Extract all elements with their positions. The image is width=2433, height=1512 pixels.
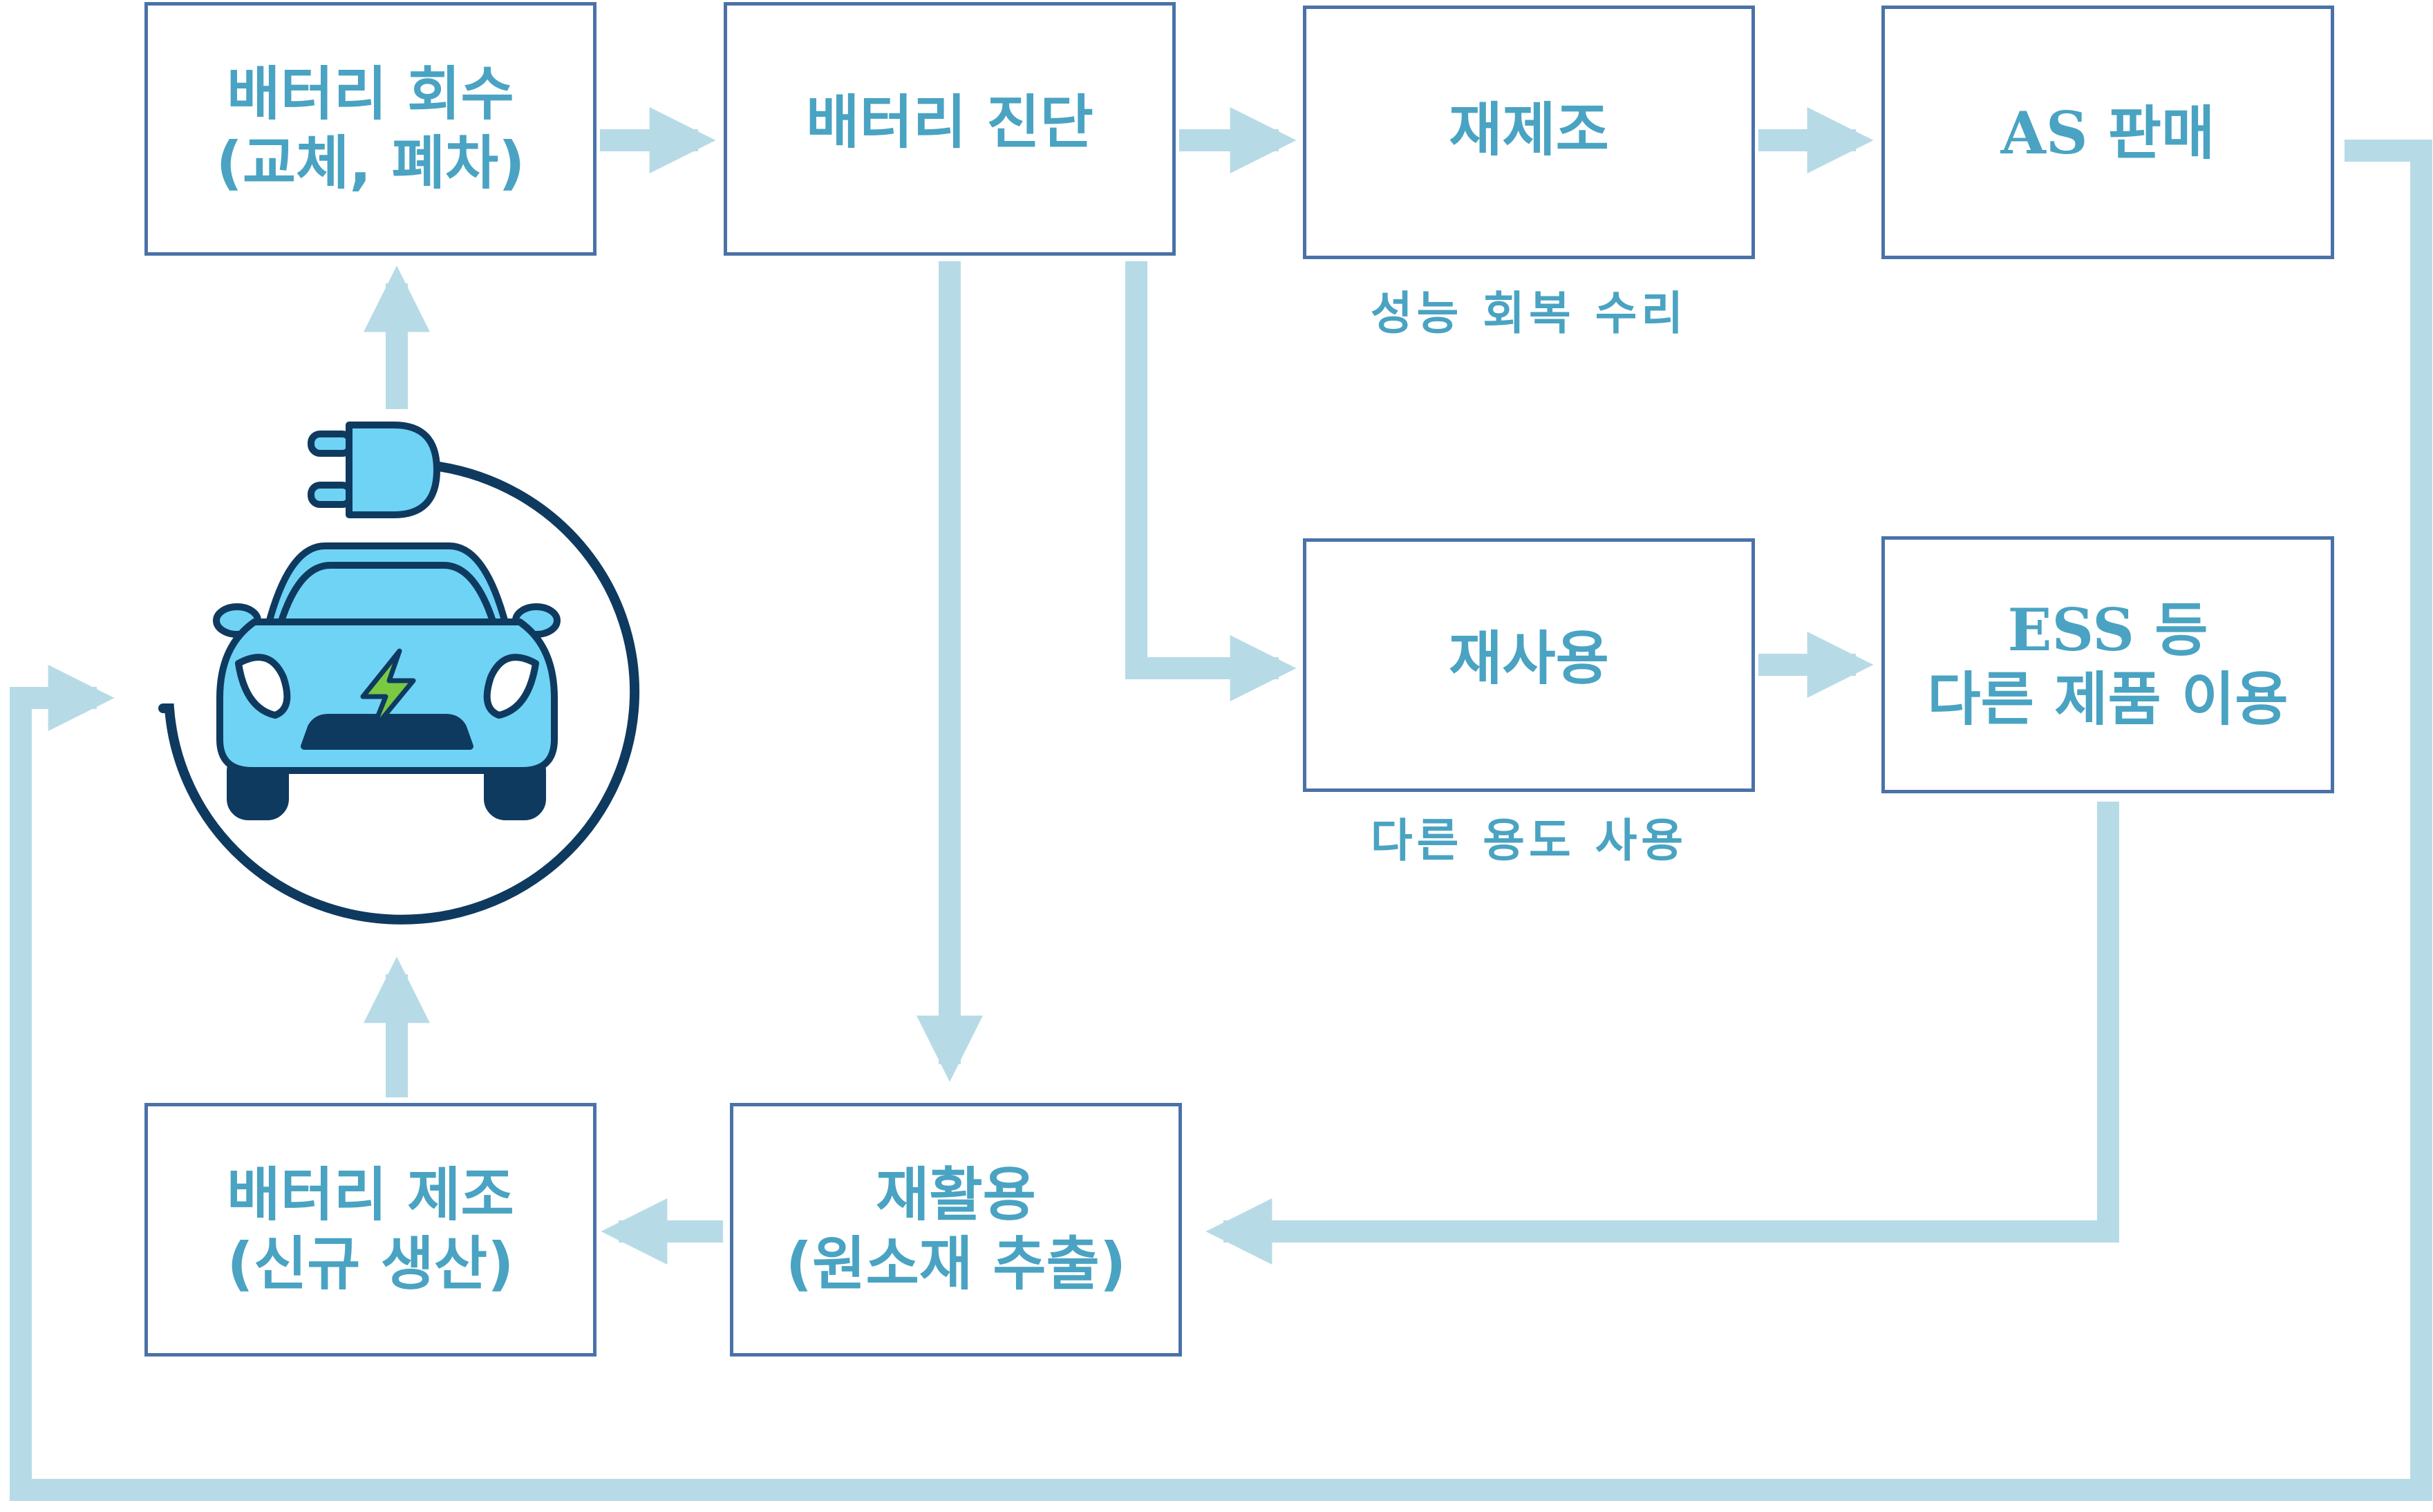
node-recycle-title: 재활용 [876,1161,1036,1229]
node-recycle-subtitle: (원소재 추출) [785,1229,1127,1298]
node-remanufacture: 재제조 [1303,6,1755,259]
plug-icon [308,422,440,518]
electric-car-charging-icon [158,422,640,925]
node-remanufacture-title: 재제조 [1449,96,1609,164]
arrow-diagnose-to-reuse [1125,261,1297,701]
node-battery-collection-title: 배터리 회수 [227,60,514,129]
node-as-sales: AS 판매 [1881,6,2334,259]
car-icon [213,542,561,820]
node-ess-title: ESS 등 [2007,596,2208,665]
node-ess-other-products: ESS 등 다른 제품 이용 [1881,536,2334,793]
node-ess-latin: ESS [2007,596,2134,665]
caption-reuse: 다른 용도 사용 [1370,814,1688,867]
node-battery-collection-subtitle: (교체, 폐차) [216,129,525,197]
node-as-sales-title: AS 판매 [2001,99,2215,168]
node-battery-collection: 배터리 회수 (교체, 폐차) [144,2,596,256]
node-ess-subtitle: 다른 제품 이용 [1927,665,2289,733]
charging-cable-arc [158,462,640,925]
node-as-sales-latin: AS [2000,99,2088,167]
node-battery-manufacture-title: 배터리 제조 [227,1161,514,1229]
arrow-ess-to-recycle [1205,802,2119,1265]
node-battery-diagnosis: 배터리 진단 [724,2,1176,256]
arrow-as-to-car-loop [10,140,2432,1501]
node-battery-manufacture-subtitle: (신규 생산) [227,1229,514,1298]
node-reuse-title: 재사용 [1449,625,1609,692]
node-battery-manufacture: 배터리 제조 (신규 생산) [144,1103,596,1357]
node-as-sales-korean: 판매 [2107,100,2215,167]
lightning-bolt-icon [360,648,416,734]
node-reuse: 재사용 [1303,538,1755,792]
caption-remanufacture: 성능 회복 수리 [1370,287,1688,340]
node-battery-diagnosis-title: 배터리 진단 [806,88,1093,156]
node-ess-korean: 등 [2154,596,2208,665]
node-recycle: 재활용 (원소재 추출) [730,1103,1182,1357]
